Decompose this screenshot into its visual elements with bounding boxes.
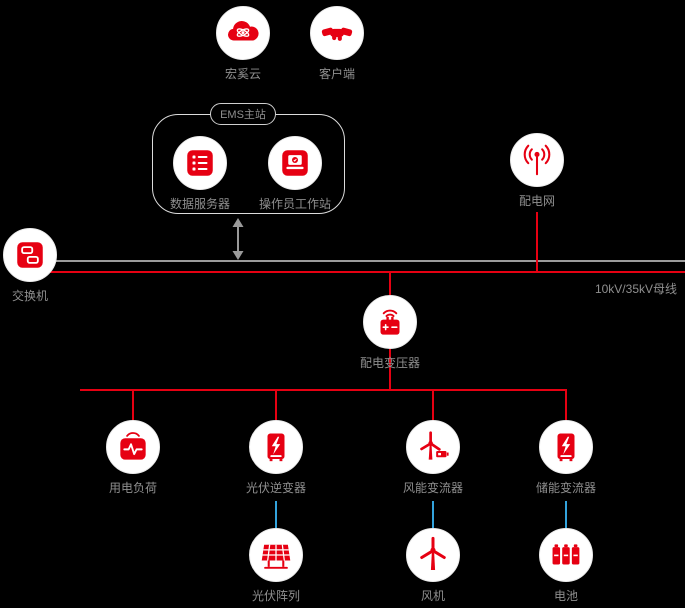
wind-converter-branch-line	[432, 391, 434, 421]
node-label: 光伏逆变器	[245, 481, 306, 495]
load-monitor-icon	[106, 420, 160, 474]
solar-panel-icon	[249, 528, 303, 582]
node-label: 数据服务器	[169, 197, 230, 211]
node-battery: 电池	[511, 528, 621, 602]
grid-drop-line	[536, 212, 538, 271]
node-grid: 配电网	[482, 133, 592, 207]
transformer-icon	[363, 295, 417, 349]
node-load: 用电负荷	[78, 420, 188, 494]
load-branch-line	[132, 391, 134, 421]
node-switch: 交换机	[0, 228, 85, 302]
wind-turbine-dc-line	[432, 501, 434, 528]
node-transformer: 配电变压器	[335, 295, 445, 369]
node-data-server: 数据服务器	[145, 136, 255, 210]
radio-tower-icon	[510, 133, 564, 187]
node-pv-array: 光伏阵列	[221, 528, 331, 602]
pv-inverter-branch-line	[275, 391, 277, 421]
node-wind-turbine: 风机	[378, 528, 488, 602]
transformer-drop-line-bottom	[389, 347, 391, 389]
node-label: 储能变流器	[535, 481, 596, 495]
node-workstation: 操作员工作站	[240, 136, 350, 210]
wind-turbine-icon	[406, 528, 460, 582]
node-label: 用电负荷	[108, 481, 157, 495]
database-server-icon	[173, 136, 227, 190]
operator-workstation-icon	[268, 136, 322, 190]
node-label: 客户端	[318, 67, 355, 81]
node-wind-converter: 风能变流器	[378, 420, 488, 494]
node-pv-inverter: 光伏逆变器	[221, 420, 331, 494]
transformer-drop-line-top	[389, 273, 391, 297]
node-label: 配电变压器	[359, 356, 420, 370]
pv-array-dc-line	[275, 501, 277, 528]
node-label: 交换机	[11, 289, 48, 303]
battery-icon	[539, 528, 593, 582]
pv-inverter-icon	[249, 420, 303, 474]
node-label: 风能变流器	[402, 481, 463, 495]
storage-inverter-icon	[539, 420, 593, 474]
cloud-atom-icon	[216, 6, 270, 60]
node-label: 配电网	[518, 194, 555, 208]
ems-group-label: EMS主站	[210, 103, 276, 125]
updown-arrow-icon	[231, 218, 245, 265]
node-storage-converter: 储能变流器	[511, 420, 621, 494]
network-switch-icon	[3, 228, 57, 282]
battery-dc-line	[565, 501, 567, 528]
storage-branch-line	[565, 391, 567, 421]
wind-converter-icon	[406, 420, 460, 474]
lv-feeder-bus-line	[80, 389, 567, 391]
handshake-icon	[310, 6, 364, 60]
node-cloud: 宏奚云	[188, 6, 298, 80]
node-label: 风机	[420, 589, 445, 603]
ethernet-bus-line	[50, 260, 685, 262]
node-label: 电池	[553, 589, 578, 603]
node-label: 操作员工作站	[258, 197, 331, 211]
mv-bus-line	[50, 271, 685, 273]
node-client: 客户端	[282, 6, 392, 80]
node-label: 宏奚云	[224, 67, 261, 81]
node-label: 光伏阵列	[251, 589, 300, 603]
bus-voltage-label: 10kV/35kV母线	[594, 282, 677, 296]
